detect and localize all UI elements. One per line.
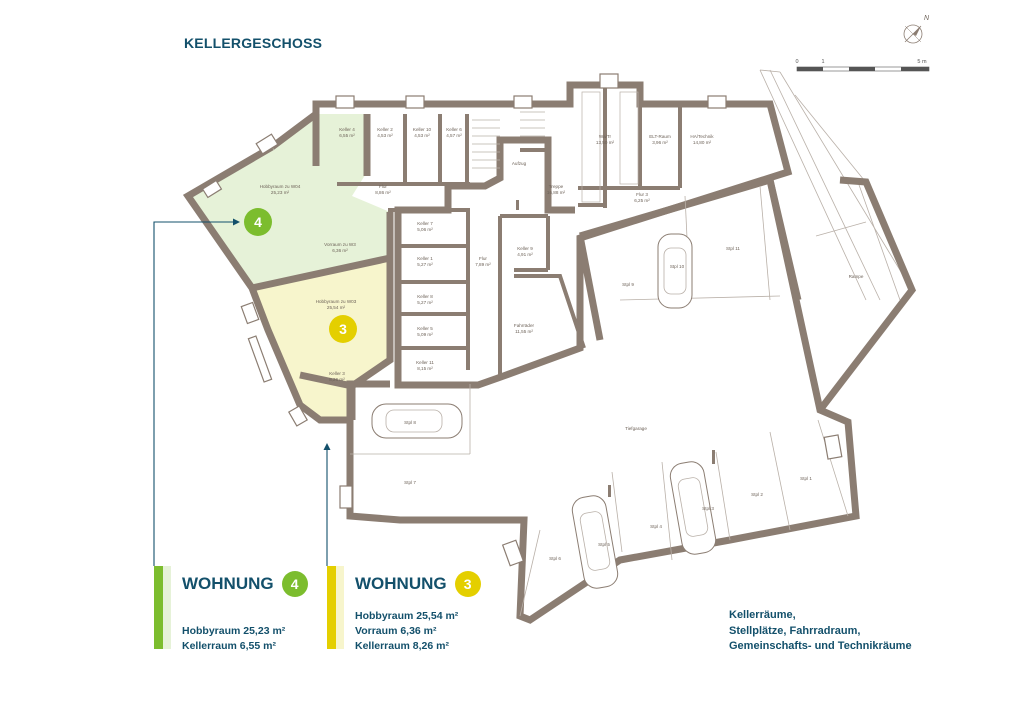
unit-4-marker[interactable]: 4 [244, 208, 272, 236]
svg-text:4,57 m²: 4,57 m² [446, 133, 462, 138]
unit-3-heading[interactable]: WOHNUNG 3 [355, 571, 481, 597]
svg-text:Hobbyraum zu W03: Hobbyraum zu W03 [316, 299, 357, 304]
unit-4-details: Hobbyraum 25,23 m² Kellerraum 6,55 m² [182, 624, 285, 654]
room-keller-4-area: 6,55 m² [339, 133, 355, 138]
svg-text:Keller 11: Keller 11 [416, 360, 434, 365]
svg-text:Tiefgarage: Tiefgarage [625, 426, 647, 431]
svg-text:3,96 m²: 3,96 m² [652, 140, 668, 145]
svg-text:13,50 m²: 13,50 m² [596, 140, 615, 145]
unit-3-line: Hobbyraum 25,54 m² [355, 610, 459, 622]
svg-text:8,15 m²: 8,15 m² [417, 366, 433, 371]
svg-text:25,23 m²: 25,23 m² [271, 190, 290, 195]
svg-text:Stpl 3: Stpl 3 [702, 506, 714, 511]
svg-text:Fahrräder: Fahrräder [514, 323, 535, 328]
unit-4-color-bar-light [163, 566, 171, 649]
svg-text:Keller 5: Keller 5 [417, 326, 433, 331]
svg-text:8,26 m²: 8,26 m² [329, 377, 345, 382]
svg-text:Stpl 6: Stpl 6 [549, 556, 561, 561]
legend-line: Stellplätze, Fahrradraum, [729, 624, 861, 637]
unit-3-marker[interactable]: 3 [329, 315, 357, 343]
svg-text:5,27 m²: 5,27 m² [417, 300, 433, 305]
scale-start: 0 [795, 59, 798, 65]
svg-text:6,25 m²: 6,25 m² [634, 198, 650, 203]
svg-text:Keller 9: Keller 9 [517, 246, 533, 251]
svg-text:25,54 m²: 25,54 m² [327, 305, 346, 310]
svg-text:Keller 2: Keller 2 [377, 127, 393, 132]
svg-text:16,88 m²: 16,88 m² [547, 190, 566, 195]
svg-text:Vorraum zu W3: Vorraum zu W3 [324, 242, 356, 247]
legend-line: Kellerräume, [729, 609, 796, 621]
svg-text:4,53 m²: 4,53 m² [377, 133, 393, 138]
svg-text:Rampe: Rampe [849, 274, 864, 279]
svg-text:Stpl 8: Stpl 8 [404, 420, 416, 425]
unit-3-line: Kellerraum 8,26 m² [355, 640, 449, 652]
unit-4-color-bar [154, 566, 163, 649]
unit-3-color-bar [327, 566, 336, 649]
svg-text:Keller 7: Keller 7 [417, 221, 433, 226]
unit-4-heading[interactable]: WOHNUNG 4 [182, 571, 308, 597]
svg-text:Keller 10: Keller 10 [413, 127, 432, 132]
unit-4-line: Kellerraum 6,55 m² [182, 640, 276, 652]
svg-text:5,27 m²: 5,27 m² [417, 262, 433, 267]
scale-end: 5 m [917, 59, 927, 65]
unit-3-line: Vorraum 6,36 m² [355, 625, 437, 637]
scale-bar: 0 1 5 m [795, 59, 930, 72]
svg-text:7,89 m²: 7,89 m² [475, 262, 491, 267]
unit-4-area[interactable] [188, 114, 390, 288]
svg-text:6,36 m²: 6,36 m² [332, 248, 348, 253]
svg-text:5,06 m²: 5,06 m² [417, 227, 433, 232]
svg-text:Hobbyraum zu W04: Hobbyraum zu W04 [260, 184, 301, 189]
svg-text:ELT-Raum: ELT-Raum [649, 134, 671, 139]
svg-text:Keller 1: Keller 1 [417, 256, 433, 261]
svg-text:4,91 m²: 4,91 m² [517, 252, 533, 257]
svg-text:Stpl 11: Stpl 11 [726, 246, 740, 251]
unit-3-label: WOHNUNG [355, 574, 447, 593]
svg-text:Aufzug: Aufzug [512, 161, 527, 166]
unit-4-label: WOHNUNG [182, 574, 274, 593]
svg-text:11,55 m²: 11,55 m² [515, 329, 533, 334]
svg-text:N: N [924, 15, 930, 22]
common-rooms-legend: Kellerräume, Stellplätze, Fahrradraum, G… [729, 608, 912, 655]
svg-text:Stpl 7: Stpl 7 [404, 480, 416, 485]
svg-text:Flur 3: Flur 3 [636, 192, 648, 197]
svg-text:Flur: Flur [379, 184, 387, 189]
room-keller-4: Keller 4 [339, 127, 355, 132]
svg-text:Keller 8: Keller 8 [417, 294, 433, 299]
unit-4-line: Hobbyraum 25,23 m² [182, 625, 286, 637]
svg-text:Stpl 5: Stpl 5 [598, 542, 610, 547]
unit-3-color-bar-light [336, 566, 344, 649]
svg-text:Keller 3: Keller 3 [329, 371, 345, 376]
unit-4-badge: 4 [281, 571, 308, 597]
north-arrow-icon: N [903, 15, 930, 44]
svg-text:Stpl 9: Stpl 9 [622, 282, 634, 287]
svg-text:Flur: Flur [479, 256, 487, 261]
scale-mid: 1 [821, 59, 824, 65]
svg-text:Stpl 1: Stpl 1 [800, 476, 812, 481]
page-title: KELLERGESCHOSS [184, 35, 323, 51]
svg-text:14,80 m²: 14,80 m² [693, 140, 712, 145]
unit-3-badge: 3 [454, 571, 481, 597]
svg-text:Stpl 4: Stpl 4 [650, 524, 662, 529]
svg-text:Stpl 2: Stpl 2 [751, 492, 763, 497]
svg-text:Stpl 10: Stpl 10 [670, 264, 685, 269]
svg-text:Treppe: Treppe [549, 184, 564, 189]
svg-text:Wa/Tr: Wa/Tr [599, 134, 612, 139]
unit-3-details: Hobbyraum 25,54 m² Vorraum 6,36 m² Kelle… [355, 609, 458, 654]
svg-text:8,86 m²: 8,86 m² [375, 190, 391, 195]
svg-text:HA/Technik: HA/Technik [690, 134, 714, 139]
svg-text:4,53 m²: 4,53 m² [414, 133, 430, 138]
svg-text:Keller 6: Keller 6 [446, 127, 462, 132]
svg-text:5,09 m²: 5,09 m² [417, 332, 433, 337]
legend-line: Gemeinschafts- und Technikräume [729, 640, 912, 652]
